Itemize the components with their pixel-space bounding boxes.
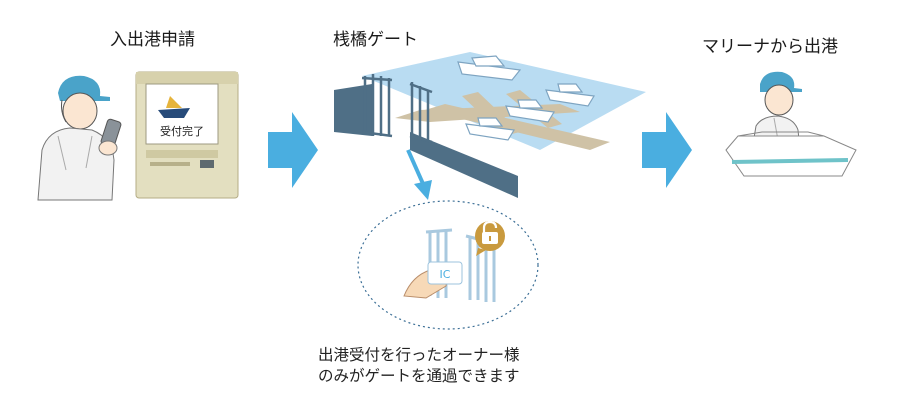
kiosk-screen-text: 受付完了 — [160, 124, 204, 138]
step-title-departure: マリーナから出港 — [702, 37, 838, 57]
step-title-pier-gate: 桟橋ゲート — [333, 30, 418, 50]
unlock-icon — [475, 220, 505, 256]
step-title-application: 入出港申請 — [110, 30, 195, 50]
reception-kiosk — [135, 71, 239, 199]
person-with-phone-icon — [37, 75, 122, 201]
caption-line-1: 出港受付を行ったオーナー様 — [318, 346, 520, 364]
arrow-right-icon — [642, 112, 692, 188]
gate-caption: 出港受付を行ったオーナー様 のみがゲートを通過できます — [318, 345, 618, 387]
detail-ellipse — [357, 200, 539, 330]
arrow-right-icon — [268, 112, 318, 188]
person-on-boat-icon — [725, 71, 857, 177]
caption-line-2: のみがゲートを通過できます — [318, 367, 520, 385]
ic-gate-detail — [403, 228, 499, 302]
pier-gate-scene — [334, 52, 646, 200]
ic-card-text: IC — [440, 268, 451, 281]
